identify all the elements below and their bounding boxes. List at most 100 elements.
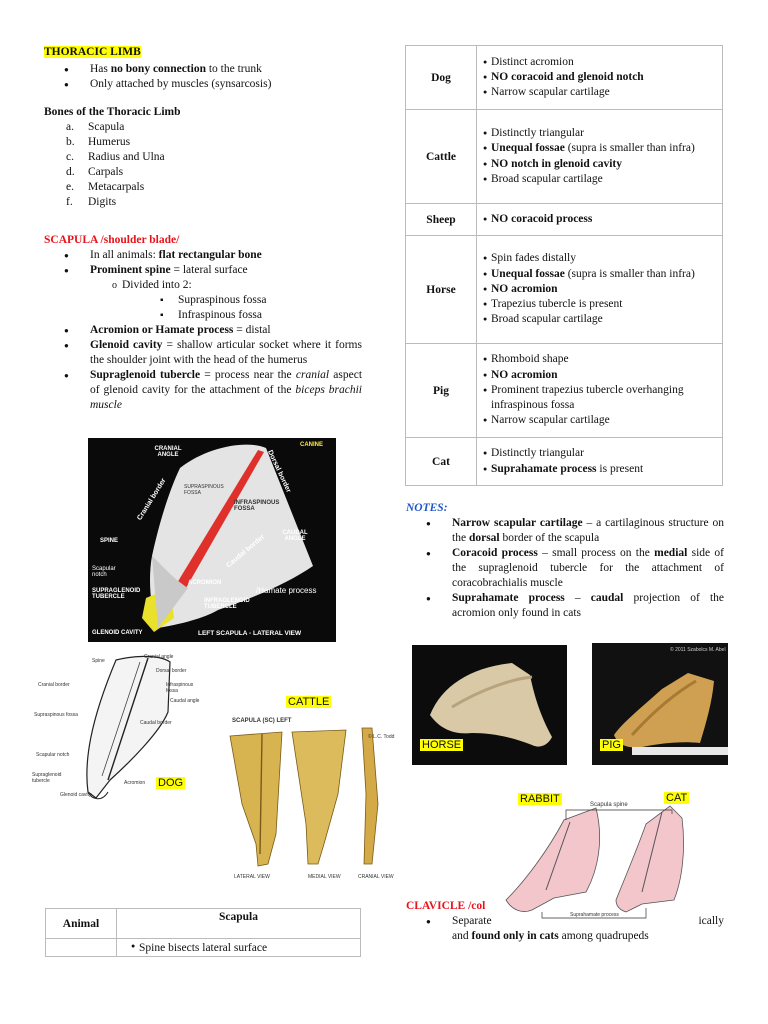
label-supraglenoid: SUPRAGLENOID TUBERCLE: [92, 588, 141, 600]
desc-cell: Distinctly triangular Suprahamate proces…: [476, 437, 723, 486]
list-item: Infraspinous fossa: [44, 308, 362, 323]
dog-label-scapular-notch: Scapular notch: [36, 752, 70, 758]
scapula-comparison-table: Dog Distinct acromion NO coracoid and gl…: [405, 45, 723, 486]
left-column: THORACIC LIMB Has no bony connection to …: [44, 45, 364, 413]
cat-tag: CAT: [664, 792, 690, 804]
table-bullet: NO acromion: [483, 282, 716, 298]
cattle-scapula-figure: SCAPULA (SC) LEFT © L.C. Todd LATERAL VI…: [222, 714, 398, 884]
list-item-continued: and found only in cats among quadrupeds: [452, 930, 649, 942]
animal-cell-pig: Pig: [405, 343, 477, 438]
dog-label-supraglenoid: Supraglenoid tubercle: [32, 772, 62, 784]
table-row: Horse Spin fades distally Unequal fossae…: [405, 235, 723, 344]
animal-cell-cattle: Cattle: [405, 109, 477, 204]
rabbit-cat-scapula-figure: Scapula spine Suprahamate process: [486, 800, 724, 922]
table-row: Pig Rhomboid shape NO acromion Prominent…: [405, 343, 723, 438]
bones-heading: Bones of the Thoracic Limb: [44, 106, 181, 118]
intro-list: Has no bony connection to the trunk Only…: [44, 62, 364, 92]
notes-section: NOTES: Narrow scapular cartilage – a car…: [406, 501, 724, 621]
clavicle-list: Separate ically and found only in cats a…: [406, 914, 724, 944]
table-bullet: Narrow scapular cartilage: [483, 85, 716, 101]
cattle-credit: © L.C. Todd: [368, 734, 395, 740]
label-infraglenoid: INFRAGLENOID TUBERCLE: [204, 598, 250, 610]
table-bullet: Trapezius tubercle is present: [483, 297, 716, 313]
list-item: Suprahamate process – caudal projection …: [406, 591, 724, 621]
dog-tag: DOG: [156, 777, 186, 789]
table-bullet: Suprahamate process is present: [483, 462, 716, 478]
dog-label-supraspinous: Supraspinous fossa: [34, 712, 78, 718]
animal-cell-sheep: Sheep: [405, 203, 477, 236]
table-cell: [45, 938, 117, 957]
label-scapular-notch: Scapular notch: [92, 566, 116, 578]
table-cell: Spine bisects lateral surface: [116, 938, 361, 957]
bones-list: a.Scapula b.Humerus c.Radius and Ulna d.…: [44, 120, 364, 210]
scapula-comparison-table-start: Animal Scapula Spine bisects lateral sur…: [45, 908, 361, 957]
table-bullet: NO coracoid and glenoid notch: [483, 70, 716, 86]
horse-scapula-photo: [412, 645, 567, 765]
list-item: e.Metacarpals: [66, 181, 145, 193]
table-header-animal: Animal: [45, 908, 117, 939]
clavicle-heading: CLAVICLE /col: [406, 899, 486, 914]
notes-list: Narrow scapular cartilage – a cartilagin…: [406, 516, 724, 621]
table-header-scapula: Scapula: [116, 908, 361, 939]
dog-scapula-drawing: [86, 655, 171, 800]
list-item: Separate ically: [406, 914, 724, 929]
horse-tag: HORSE: [420, 739, 464, 751]
table-bullet: Unequal fossae (supra is smaller than in…: [483, 267, 716, 283]
table-bullet: Distinctly triangular: [483, 446, 716, 462]
canine-scapula-drawing: [142, 444, 313, 632]
list-item: Glenoid cavity = shallow articular socke…: [44, 338, 362, 368]
cattle-scapula-drawing: [229, 727, 379, 867]
notes-heading: NOTES:: [406, 502, 448, 514]
list-item: Coracoid process – small process on the …: [406, 546, 724, 591]
list-item: Supraspinous fossa: [44, 293, 362, 308]
table-bullet: NO coracoid process: [483, 212, 716, 228]
list-item: Only attached by muscles (synsarcosis): [44, 77, 364, 92]
rabbit-cat-scapula-drawing: [505, 805, 684, 919]
table-bullet: NO acromion: [483, 368, 716, 384]
dog-label-spine: Spine: [92, 658, 105, 664]
label-scapula-spine: Scapula spine: [590, 802, 628, 808]
dog-label-cranial-angle: Cranial angle: [144, 654, 174, 660]
list-item: f.Digits: [66, 196, 117, 208]
figure-caption: LEFT SCAPULA - LATERAL VIEW: [198, 630, 302, 637]
cattle-cranial-view: CRANIAL VIEW: [358, 874, 394, 880]
dog-label-caudal-angle: Caudal angle: [170, 698, 200, 704]
dog-label-acromion: Acromion: [124, 780, 146, 786]
label-spine: SPINE: [100, 538, 119, 544]
label-supraspinous: SUPRASPINOUS FOSSA: [184, 484, 224, 496]
desc-cell: NO coracoid process: [476, 203, 723, 236]
cattle-fig-title: SCAPULA (SC) LEFT: [232, 718, 292, 724]
scapula-heading: SCAPULA /shoulder blade/: [44, 234, 180, 246]
canine-scapula-figure: CRANIAL ANGLE CANINE Dorsal border Crani…: [88, 438, 336, 642]
dog-label-dorsal-border: Dorsal border: [156, 668, 187, 674]
desc-cell: Distinct acromion NO coracoid and glenoi…: [476, 45, 723, 110]
dog-label-cranial-border: Cranial border: [38, 682, 70, 688]
list-item: Prominent spine = lateral surface: [44, 263, 362, 278]
table-row: Cattle Distinctly triangular Unequal fos…: [405, 109, 723, 204]
table-bullet: Spine bisects lateral surface: [131, 942, 354, 954]
table-bullet: Prominent trapezius tubercle overhanging…: [483, 383, 716, 414]
rabbit-tag: RABBIT: [518, 793, 562, 805]
table-row: Dog Distinct acromion NO coracoid and gl…: [405, 45, 723, 110]
table-bullet: Unequal fossae (supra is smaller than in…: [483, 141, 716, 157]
list-item: In all animals: flat rectangular bone: [44, 248, 362, 263]
dog-label-caudal-border: Caudal border: [140, 720, 172, 726]
scapula-list: In all animals: flat rectangular bone Pr…: [44, 248, 362, 413]
desc-cell: Rhomboid shape NO acromion Prominent tra…: [476, 343, 723, 438]
label-hamate: /Hamate process: [256, 586, 317, 595]
animal-cell-cat: Cat: [405, 437, 477, 486]
list-item: Divided into 2:: [44, 278, 362, 293]
label-acromion: ACROMION: [188, 580, 222, 586]
dog-scapula-figure: Cranial angle Spine Dorsal border Infras…: [30, 652, 202, 802]
table-bullet: Rhomboid shape: [483, 352, 716, 368]
list-item: c.Radius and Ulna: [66, 151, 165, 163]
section-title-thoracic-limb: THORACIC LIMB: [44, 46, 141, 58]
desc-cell: Distinctly triangular Unequal fossae (su…: [476, 109, 723, 204]
label-infraspinous: INFRASPINOUS FOSSA: [234, 500, 280, 512]
dog-label-glenoid: Glenoid cavity: [60, 792, 92, 798]
desc-cell: Spin fades distally Unequal fossae (supr…: [476, 235, 723, 344]
animal-cell-dog: Dog: [405, 45, 477, 110]
label-glenoid-cavity: GLENOID CAVITY: [92, 630, 143, 636]
cattle-tag: CATTLE: [286, 696, 332, 708]
table-row: Cat Distinctly triangular Suprahamate pr…: [405, 437, 723, 486]
